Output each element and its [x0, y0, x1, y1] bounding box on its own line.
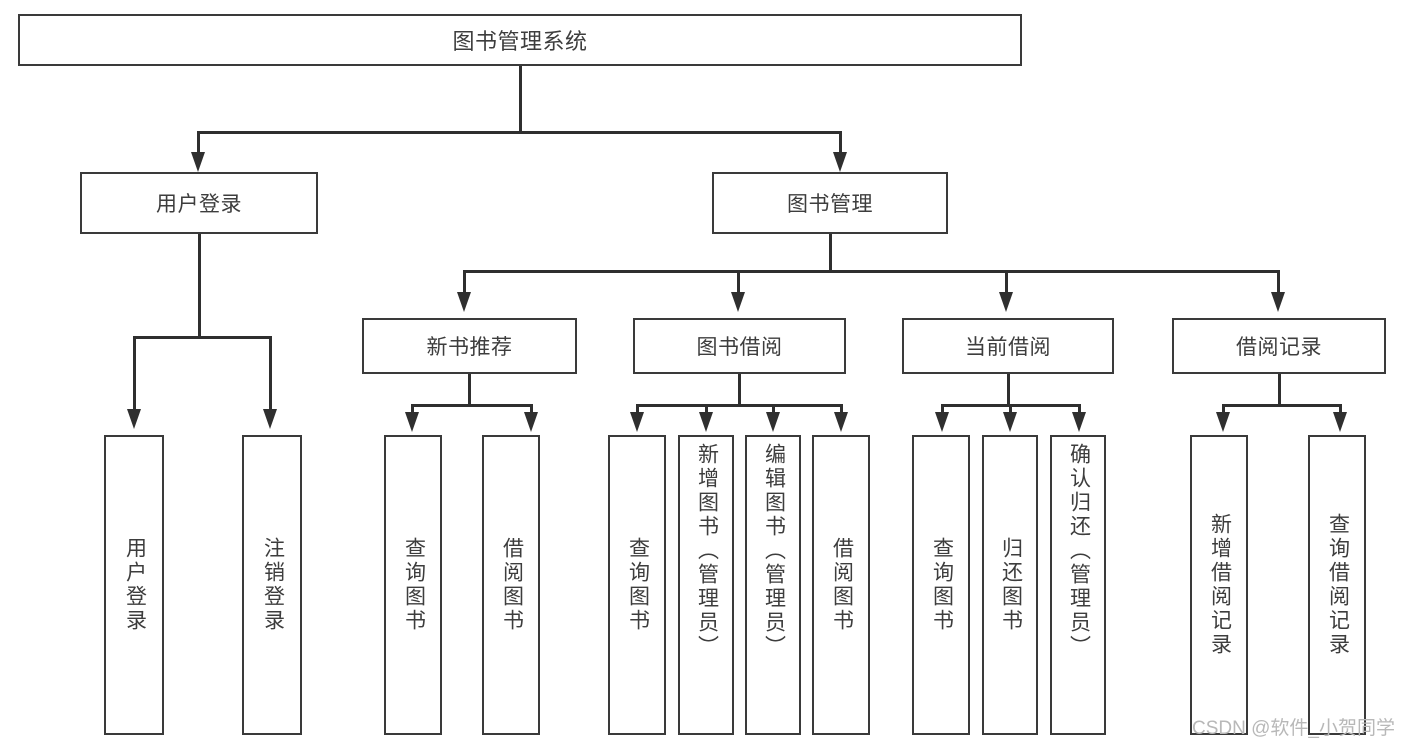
leaf-label: 用户登录 [123, 537, 147, 633]
connector-user-login-leg-1 [133, 336, 136, 411]
connector-root-leg-left [197, 131, 200, 155]
connector-cb-leg-1 [941, 404, 944, 414]
leaf-user-login[interactable]: 用户登录 [104, 435, 164, 735]
node-label: 新书推荐 [426, 336, 513, 359]
leaf-confirm-return[interactable]: 确认归还（管理员） [1050, 435, 1106, 735]
connector-bb-stem [738, 374, 741, 406]
leaf-label: 确认归还（管理员） [1067, 443, 1091, 659]
leaf-label: 查询借阅记录 [1326, 513, 1350, 657]
arrow-to-leaf-logout-login [263, 409, 277, 429]
connector-cb-leg-3 [1078, 404, 1081, 414]
leaf-label: 归还图书 [999, 537, 1023, 633]
connector-bb-leg-3 [772, 404, 775, 414]
arrow-to-leaf-query-book-2 [630, 412, 644, 432]
arrow-to-leaf-edit-book [766, 412, 780, 432]
arrow-to-leaf-user-login [127, 409, 141, 429]
arrow-to-leaf-add-book [699, 412, 713, 432]
leaf-return-book[interactable]: 归还图书 [982, 435, 1038, 735]
node-label: 图书借阅 [696, 336, 783, 359]
csdn-watermark: CSDN @软件_小贺同学 [1192, 718, 1395, 739]
connector-br-leg-1 [1222, 404, 1225, 414]
leaf-label: 借阅图书 [830, 537, 854, 633]
arrow-to-leaf-return-book [1003, 412, 1017, 432]
node-new-book-recommend[interactable]: 新书推荐 [362, 318, 577, 374]
leaf-borrow-book-1[interactable]: 借阅图书 [482, 435, 540, 735]
connector-bb-leg-2 [705, 404, 708, 414]
node-book-borrow[interactable]: 图书借阅 [633, 318, 846, 374]
leaf-query-book-3[interactable]: 查询图书 [912, 435, 970, 735]
arrow-to-leaf-add-record [1216, 412, 1230, 432]
node-label: 图书管理系统 [452, 29, 588, 54]
connector-root-bus [197, 131, 841, 134]
node-label: 当前借阅 [965, 336, 1051, 359]
node-root-book-management-system[interactable]: 图书管理系统 [18, 14, 1022, 66]
connector-bm-leg-4 [1277, 270, 1280, 294]
leaf-query-book-1[interactable]: 查询图书 [384, 435, 442, 735]
arrow-to-leaf-borrow-book-2 [834, 412, 848, 432]
connector-book-management-stem [829, 234, 832, 272]
connector-cb-stem [1007, 374, 1010, 406]
arrow-to-leaf-confirm-return [1072, 412, 1086, 432]
leaf-borrow-book-2[interactable]: 借阅图书 [812, 435, 870, 735]
connector-book-management-bus [463, 270, 1279, 273]
arrow-to-borrow-record [1271, 292, 1285, 312]
connector-bm-leg-3 [1005, 270, 1008, 294]
leaf-label: 借阅图书 [500, 537, 524, 633]
connector-br-leg-2 [1339, 404, 1342, 414]
leaf-query-book-2[interactable]: 查询图书 [608, 435, 666, 735]
arrow-to-current-borrow [999, 292, 1013, 312]
connector-nbr-leg-2 [530, 404, 533, 414]
leaf-add-book[interactable]: 新增图书（管理员） [678, 435, 734, 735]
arrow-to-leaf-query-book-1 [405, 412, 419, 432]
node-book-management[interactable]: 图书管理 [712, 172, 948, 234]
connector-bb-leg-4 [840, 404, 843, 414]
connector-br-stem [1278, 374, 1281, 406]
connector-bm-leg-1 [463, 270, 466, 294]
connector-br-bus [1222, 404, 1341, 407]
arrow-to-book-management [833, 152, 847, 172]
connector-root-stem [519, 66, 522, 132]
leaf-label: 查询图书 [930, 537, 954, 633]
connector-bb-bus [636, 404, 842, 407]
leaf-add-record[interactable]: 新增借阅记录 [1190, 435, 1248, 735]
connector-user-login-bus [133, 336, 271, 339]
arrow-to-new-book-recommend [457, 292, 471, 312]
arrow-to-user-login [191, 152, 205, 172]
connector-user-login-leg-2 [269, 336, 272, 411]
leaf-query-record[interactable]: 查询借阅记录 [1308, 435, 1366, 735]
node-borrow-record[interactable]: 借阅记录 [1172, 318, 1386, 374]
arrow-to-book-borrow [731, 292, 745, 312]
connector-nbr-bus [411, 404, 532, 407]
leaf-label: 查询图书 [402, 537, 426, 633]
node-label: 借阅记录 [1236, 336, 1322, 359]
leaf-label: 新增图书（管理员） [695, 443, 719, 659]
node-label: 用户登录 [156, 193, 242, 216]
connector-nbr-leg-1 [411, 404, 414, 414]
connector-bm-leg-2 [737, 270, 740, 294]
connector-nbr-stem [468, 374, 471, 406]
connector-bb-leg-1 [636, 404, 639, 414]
arrow-to-leaf-query-book-3 [935, 412, 949, 432]
leaf-logout-login[interactable]: 注销登录 [242, 435, 302, 735]
node-label: 图书管理 [787, 193, 873, 216]
leaf-label: 注销登录 [261, 537, 285, 633]
connector-root-leg-right [839, 131, 842, 155]
leaf-label: 查询图书 [626, 537, 650, 633]
arrow-to-leaf-query-record [1333, 412, 1347, 432]
arrow-to-leaf-borrow-book-1 [524, 412, 538, 432]
node-current-borrow[interactable]: 当前借阅 [902, 318, 1114, 374]
connector-user-login-stem [198, 234, 201, 337]
node-user-login[interactable]: 用户登录 [80, 172, 318, 234]
connector-cb-leg-2 [1009, 404, 1012, 414]
leaf-edit-book[interactable]: 编辑图书（管理员） [745, 435, 801, 735]
leaf-label: 新增借阅记录 [1208, 513, 1232, 657]
leaf-label: 编辑图书（管理员） [762, 443, 786, 659]
